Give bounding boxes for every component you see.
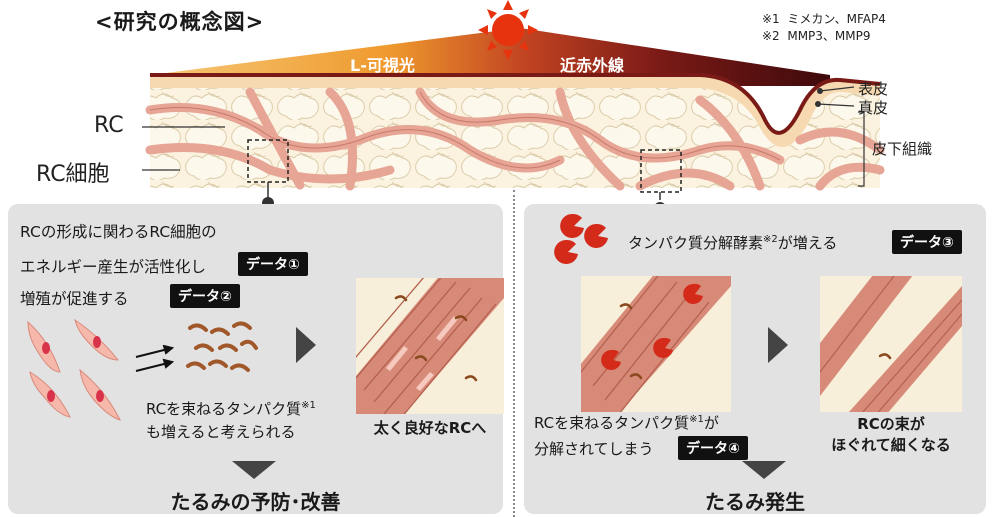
left-protein-line2: も増えると考えられる [146,421,296,442]
good-rc-caption: 太く良好なRCへ [350,418,510,439]
enzyme-icon [552,210,624,268]
left-outcome: たるみの予防･改善 [8,486,503,515]
left-text-line2: エネルギー産生が活性化し [20,255,206,277]
right-protein-line2: 分解されてしまう [534,438,654,459]
good-rc-image [356,278,504,414]
footnote-2: ※2 MMP3、MMP9 [762,27,871,44]
down-arrow-left-icon [232,461,276,479]
left-text-line1: RCの形成に関わるRC細胞の [20,220,217,242]
left-text-line3: 増殖が促進する [20,287,129,309]
thin-rc-caption: RCの束がほぐれて細くなる [806,414,976,456]
subcutis-label: 皮下組織 [872,138,932,159]
right-protein-line1: RCを束ねるタンパク質※1が [534,412,719,433]
epidermis-label: 表皮 [858,78,888,99]
left-protein-line1: RCを束ねるタンパク質※1 [146,398,316,419]
next-arrow-right-icon [766,325,792,365]
dermis-label: 真皮 [858,97,888,118]
arrows-icon [132,345,182,375]
down-arrow-right-icon [742,461,786,479]
rc-label: RC [94,113,124,138]
next-arrow-icon [294,325,320,365]
data-tag-2: データ② [170,284,240,308]
visible-light-label: L-可視光 [350,52,415,76]
footnote-1: ※1 ミメカン、MFAP4 [762,10,886,27]
right-outcome: たるみ発生 [524,486,986,515]
enzyme-text: タンパク質分解酵素※2が増える [628,232,837,253]
data-tag-3: データ③ [892,230,962,254]
data-tag-4: データ④ [678,436,748,460]
protein-fragments-icon [182,318,262,383]
panel-divider [513,190,515,517]
rc-cell-label: RC細胞 [36,156,110,188]
nir-label: 近赤外線 [560,52,624,76]
figure-title: <研究の概念図> [95,6,264,36]
rc-cells-illustration [20,312,130,427]
sun-icon [478,0,538,60]
degrading-rc-image [581,276,731,412]
thin-rc-image [820,276,962,412]
data-tag-1: データ① [238,252,308,276]
